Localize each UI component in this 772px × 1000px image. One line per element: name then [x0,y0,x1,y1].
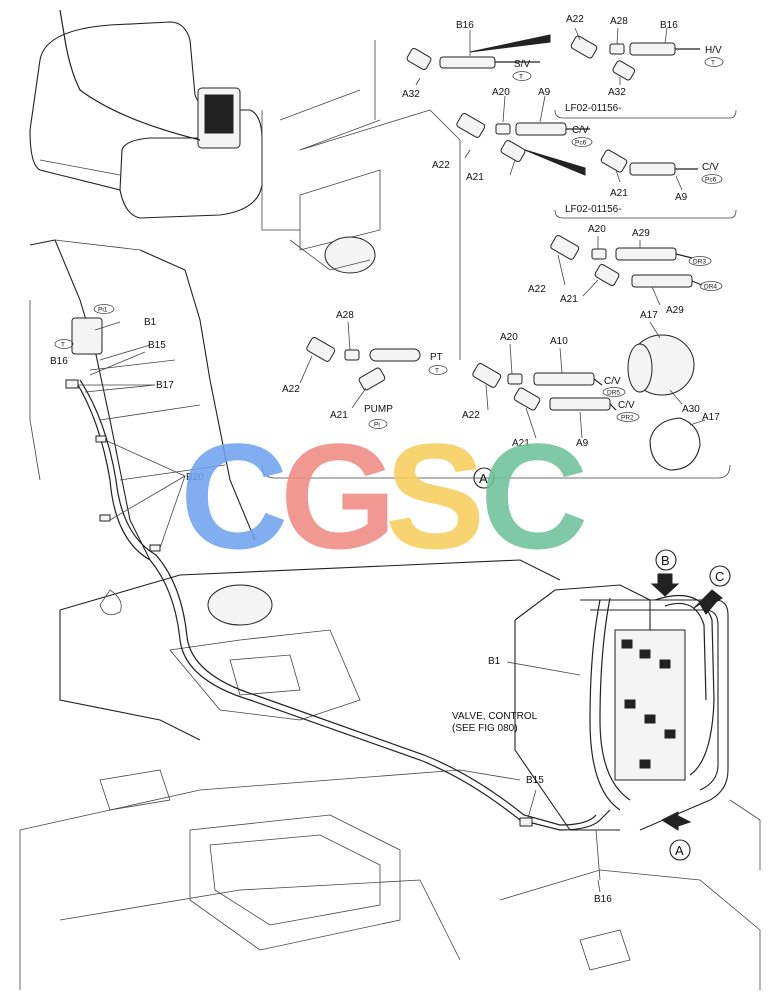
label-b16-bottom: B16 [594,894,612,905]
tag-dr3: DR3 [693,259,706,266]
valve-note-line1: VALVE, CONTROL [452,711,538,722]
label-a22-r2: A22 [432,160,450,171]
label-cv-r2b: C/V [702,162,719,173]
label-a20-r4: A20 [500,332,518,343]
tag-t-pt: T [435,368,439,375]
hose-clamps [65,379,533,827]
label-serial-1: LF02-01156- [565,103,622,114]
valve-note-line2: (SEE FIG 080) [452,723,518,734]
label-pump: PUMP [364,404,393,415]
watermark-letter-3: S [385,412,485,580]
label-b20: B20 [186,472,204,483]
label-a22-r1: A22 [566,14,584,25]
label-a29-r3b: A29 [666,305,684,316]
operator-seat [29,9,263,219]
label-sv: S/V [514,59,530,70]
label-b15-bottom: B15 [526,775,544,786]
label-a21-r2: A21 [466,172,484,183]
part-labels: B16 A32 S/V A22 A28 B16 H/V A32 LF02-011… [50,14,722,905]
label-a28-r1: A28 [610,16,628,27]
label-a17-top: A17 [640,310,658,321]
label-a22-r3: A22 [528,284,546,295]
label-a32-top: A32 [402,89,420,100]
label-b15-left: B15 [148,340,166,351]
watermark-letter-2: G [280,412,397,580]
tag-dr4: DR4 [704,284,717,291]
label-cv-r4b: C/V [618,400,635,411]
label-a22-r4b: A22 [462,410,480,421]
label-a30: A30 [682,404,700,415]
label-a9-r2: A9 [538,87,551,98]
label-a17-bottom: A17 [702,412,720,423]
tag-pc6-a: Pc6 [575,140,587,147]
label-pt: PT [430,352,443,363]
port-tags: T T Pc6 Pc6 DR3 DR4 T Pi DR5 PR2 Pi1 T [54,57,724,429]
label-a29-r3: A29 [632,228,650,239]
label-a10: A10 [550,336,568,347]
tag-t-left: T [61,342,65,349]
fittings-row2 [456,113,698,176]
label-a22-r4: A22 [282,384,300,395]
label-a32-r1: A32 [608,87,626,98]
callout-c: C [715,569,724,584]
tag-pi1: Pi1 [98,307,108,314]
label-a21-r2b: A21 [610,188,628,199]
tag-t-hv: T [711,60,715,67]
machine-framework [261,40,461,360]
callout-a-bottom: A [675,843,684,858]
leader-lines [78,27,706,893]
fittings-row4 [306,334,701,471]
label-b16-left: B16 [50,356,68,367]
label-cv-r4: C/V [604,376,621,387]
label-b17: B17 [156,380,174,391]
fittings-row3 [550,235,703,288]
tag-pi-pump: Pi [374,422,380,429]
arrow-a-icon [660,811,692,831]
label-b1-valve: B1 [488,656,501,667]
label-a21-r3: A21 [560,294,578,305]
tag-dr5: DR5 [607,390,620,397]
callout-a-top: A [479,471,488,486]
watermark-letter-1: C [180,412,288,580]
label-serial-2: LF02-01156- [565,204,622,215]
callout-b: B [661,553,670,568]
label-a20-r3: A20 [588,224,606,235]
view-callouts: A B C A [473,467,731,861]
label-a9-r4: A9 [576,438,589,449]
arrow-c-icon [693,589,723,615]
label-a28-r4: A28 [336,310,354,321]
arrow-b-icon [650,573,680,597]
fittings-row1 [406,34,700,81]
label-a20-r2: A20 [492,87,510,98]
detail-frame [261,109,737,479]
tag-pr2: PR2 [621,415,634,422]
label-a21-r4b: A21 [512,438,530,449]
boom-arm [29,239,256,561]
control-valve-block [514,584,729,831]
label-cv-r2: C/V [572,125,589,136]
tag-pc6-b: Pc6 [705,177,717,184]
label-b1-left: B1 [144,317,157,328]
label-hv: H/V [705,45,722,56]
watermark-letter-4: C [480,412,588,580]
watermark: C G S C [180,412,588,580]
label-a9-r2b: A9 [675,192,688,203]
label-b16-r1: B16 [660,20,678,31]
tag-t-sv: T [519,74,523,81]
label-b16-top: B16 [456,20,474,31]
label-a21-r4: A21 [330,410,348,421]
base-frame [19,559,761,990]
